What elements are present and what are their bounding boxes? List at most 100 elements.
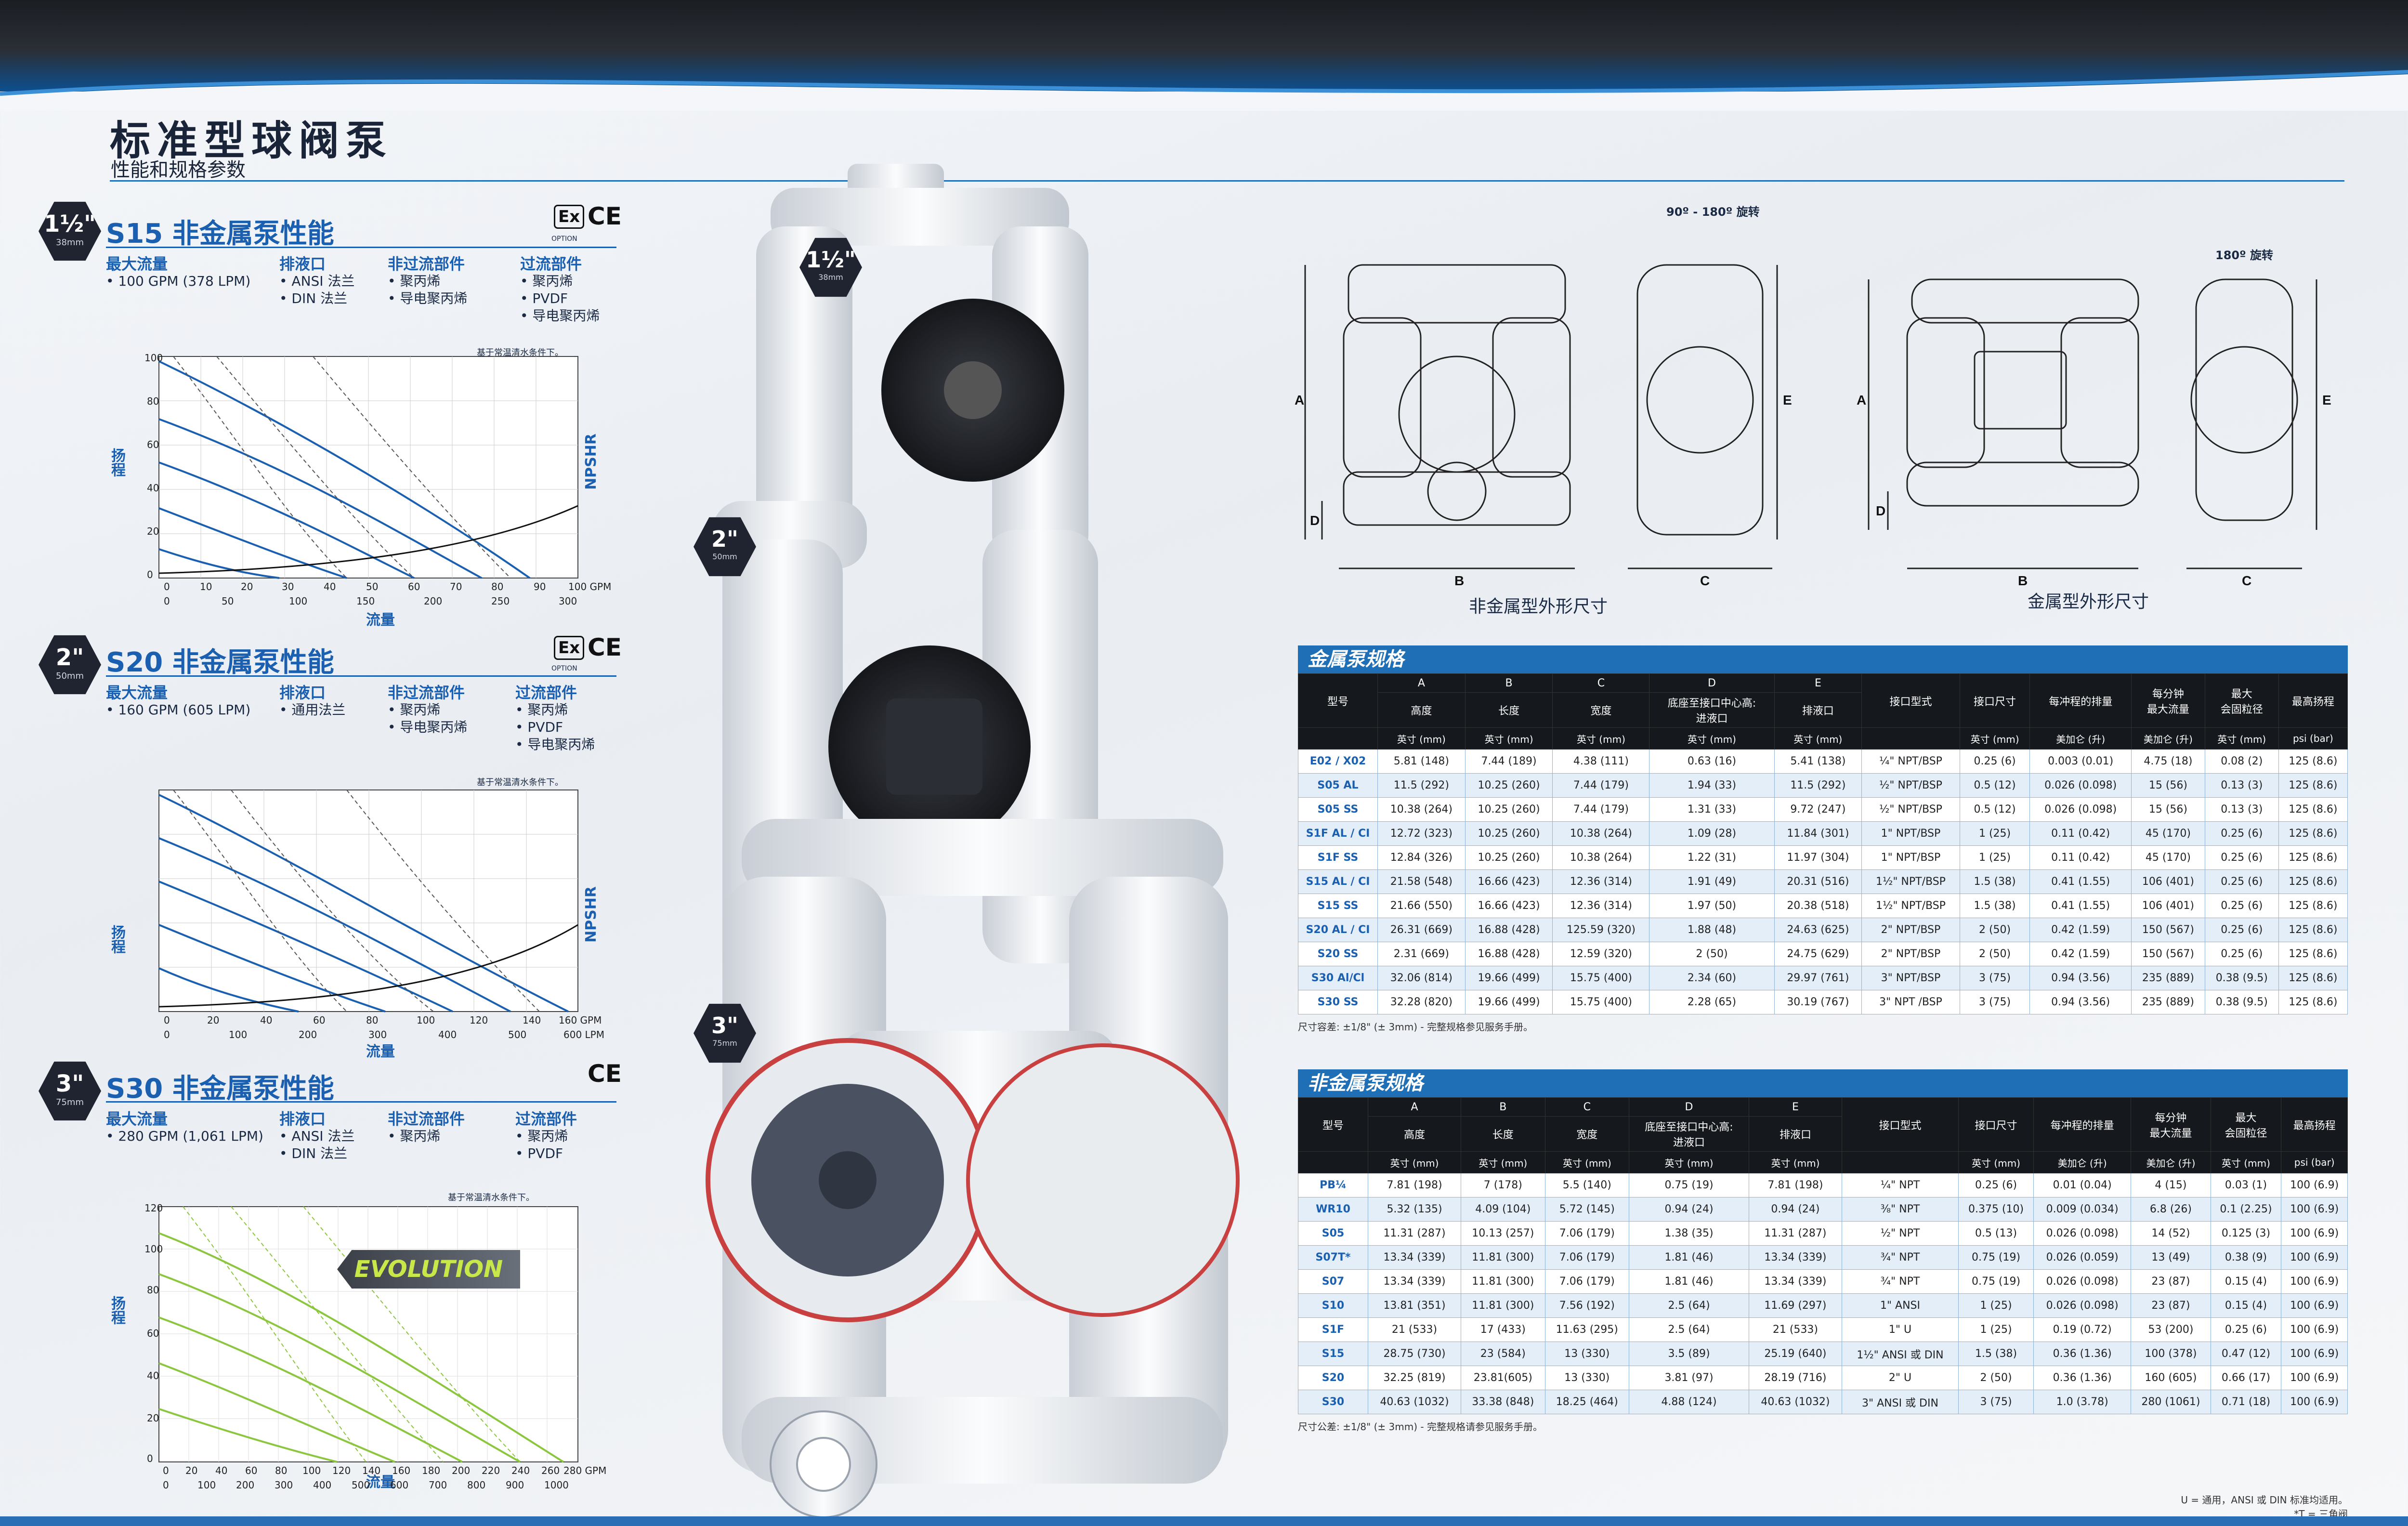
table-cell: ¼" NPT/BSP (1861, 749, 1960, 774)
table-cell: 2" NPT/BSP (1861, 918, 1960, 942)
table-cell: 1" NPT/BSP (1861, 821, 1960, 846)
svg-text:120: 120 (332, 1465, 351, 1476)
table-cell: 13 (49) (2131, 1245, 2211, 1270)
table-cell: 235 (889) (2131, 966, 2205, 990)
table-cell: 53 (200) (2131, 1317, 2211, 1342)
table-cell: 0.13 (3) (2204, 797, 2279, 822)
model-cell: S07T* (1298, 1245, 1368, 1270)
table-cell: 32.06 (814) (1377, 966, 1466, 990)
unit-cell: 美加仑 (升) (2029, 727, 2132, 750)
chart-y-label: 扬程 (108, 925, 125, 954)
svg-text:280 GPM: 280 GPM (563, 1465, 606, 1476)
table-cell: 10.25 (260) (1465, 821, 1553, 846)
table-cell: 100 (6.9) (2281, 1245, 2348, 1270)
table-cell: 7.06 (179) (1544, 1221, 1630, 1246)
table-cell: ½" NPT (1841, 1221, 1959, 1246)
table-cell: 0.1 (2.25) (2210, 1197, 2282, 1222)
table-cell: 0.25 (6) (1959, 749, 2030, 774)
table-cell: 21 (533) (1748, 1317, 1842, 1342)
table-cell: 0.15 (4) (2210, 1269, 2282, 1294)
svg-text:40: 40 (147, 482, 159, 494)
table-cell: 1" U (1841, 1317, 1959, 1342)
table-cell: 125.59 (320) (1552, 918, 1650, 942)
table-cell: ½" NPT/BSP (1861, 773, 1960, 798)
table-cell: 0.03 (1) (2210, 1173, 2282, 1197)
spec-nonwetted: 非过流部件 • 聚丙烯 • 导电聚丙烯 (388, 684, 468, 735)
svg-text:600: 600 (390, 1479, 408, 1491)
table-cell: 12.59 (320) (1552, 942, 1650, 966)
table-cell: 7.06 (179) (1544, 1269, 1630, 1294)
table-cell: 0.026 (0.098) (2033, 1293, 2132, 1318)
table-cell: 7.06 (179) (1544, 1245, 1630, 1270)
svg-text:80: 80 (491, 581, 503, 592)
table-cell: 10.25 (260) (1465, 797, 1553, 822)
table-cell: 1.0 (3.78) (2033, 1390, 2132, 1414)
spec-discharge: 排液口 • ANSI 法兰 • DIN 法兰 (279, 1110, 355, 1161)
unit-cell: 美加仑 (升) (2131, 1151, 2211, 1173)
svg-text:250: 250 (491, 595, 510, 607)
table-cell: 20.38 (518) (1774, 894, 1862, 918)
svg-text:200: 200 (452, 1465, 470, 1476)
table-cell: 16.88 (428) (1465, 918, 1553, 942)
footer-band (0, 1516, 2408, 1526)
table-cell: 12.72 (323) (1377, 821, 1466, 846)
svg-text:B: B (2018, 573, 2028, 588)
table-cell: 100 (6.9) (2281, 1173, 2348, 1197)
svg-text:240: 240 (511, 1465, 530, 1476)
svg-text:0: 0 (164, 581, 170, 592)
table-cell: 0.026 (0.098) (2029, 797, 2132, 822)
svg-text:40: 40 (260, 1014, 272, 1026)
svg-text:80: 80 (366, 1014, 378, 1026)
svg-text:0: 0 (164, 1014, 170, 1026)
table-cell: 16.66 (423) (1465, 869, 1553, 894)
table-cell: 100 (6.9) (2281, 1197, 2348, 1222)
table-cell: 3 (75) (1958, 1390, 2034, 1414)
model-cell: PB¼ (1298, 1173, 1368, 1197)
table-cell: 24.63 (625) (1774, 918, 1862, 942)
table-cell: 9.72 (247) (1774, 797, 1862, 822)
table-cell: ½" NPT/BSP (1861, 797, 1960, 822)
table-cell: 11.69 (297) (1748, 1293, 1842, 1318)
title-rule (110, 180, 2344, 182)
svg-text:200: 200 (424, 595, 442, 607)
table-cell: 0.19 (0.72) (2033, 1317, 2132, 1342)
spec-nonwetted: 非过流部件 • 聚丙烯 • 导电聚丙烯 (388, 255, 468, 306)
svg-text:70: 70 (450, 581, 462, 592)
table-cell: 0.42 (1.59) (2029, 918, 2132, 942)
table-cell: 11.5 (292) (1377, 773, 1466, 798)
table-cell: 13.34 (339) (1367, 1245, 1462, 1270)
model-cell: S10 (1298, 1293, 1368, 1318)
size-badge: 1½" 38mm (39, 201, 101, 261)
table-cell: 25.19 (640) (1748, 1342, 1842, 1366)
svg-text:D: D (1310, 513, 1320, 528)
table-cell: 0.42 (1.59) (2029, 942, 2132, 966)
table-cell: 0.003 (0.01) (2029, 749, 2132, 774)
table-cell: 17 (433) (1461, 1317, 1545, 1342)
chart-x-label: 流量 (366, 1474, 395, 1491)
table-cell: 0.36 (1.36) (2033, 1342, 2132, 1366)
table-cell: 1.81 (46) (1629, 1245, 1749, 1270)
table-cell: 4.38 (111) (1552, 749, 1650, 774)
table-cell: 2" NPT/BSP (1861, 942, 1960, 966)
table-cell: 125 (8.6) (2278, 797, 2348, 822)
table-cell: 11.63 (295) (1544, 1317, 1630, 1342)
dimension-drawings: 90º - 180º 旋转 180º 旋转 (1291, 193, 2398, 626)
model-cell: WR10 (1298, 1197, 1368, 1222)
table-cell: 0.026 (0.098) (2033, 1269, 2132, 1294)
unit-cell: 英寸 (mm) (1461, 1151, 1545, 1173)
table-cell: 23 (87) (2131, 1269, 2211, 1294)
svg-text:A: A (1295, 393, 1304, 408)
table-cell: 0.026 (0.059) (2033, 1245, 2132, 1270)
model-cell: S1F SS (1298, 845, 1378, 870)
table-cell: 0.026 (0.098) (2029, 773, 2132, 798)
table-cell: 3 (75) (1959, 966, 2030, 990)
pump-section-s15: 1½" 38mm S15 非金属泵性能 Ex CE OPTION 最大流量 • … (34, 193, 626, 629)
table-cell: 2" U (1841, 1366, 1959, 1390)
